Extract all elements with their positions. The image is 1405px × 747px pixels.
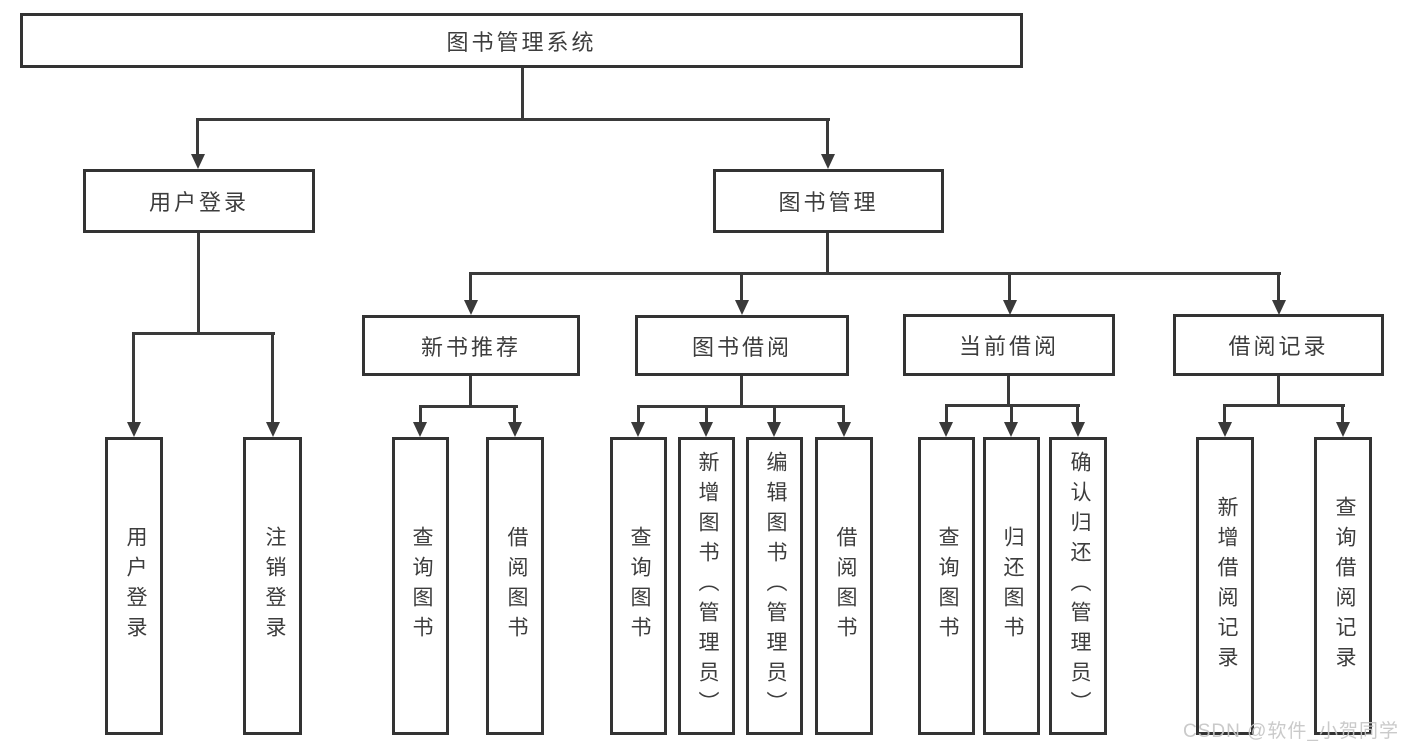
arrow-borrow-leaf4 (837, 422, 851, 437)
leaf-records-add: 新增借阅记录 (1196, 437, 1254, 735)
connector-to-borrow (740, 272, 743, 302)
connector-to-new-books (469, 272, 472, 302)
connector-borrow-stub (740, 376, 743, 408)
connector-records-stub (1277, 376, 1280, 407)
connector-to-records (1277, 272, 1280, 302)
connector-to-current (1008, 272, 1011, 302)
leaf-records-query: 查询借阅记录 (1314, 437, 1372, 735)
arrow-borrow-leaf1 (631, 422, 645, 437)
connector-level3-rail (469, 272, 1281, 275)
connector-new-books-rail (419, 405, 518, 408)
connector-new-books-leaf2 (513, 405, 516, 423)
leaf-current-query: 查询图书 (918, 437, 975, 735)
node-current-borrow: 当前借阅 (903, 314, 1115, 376)
connector-records-leaf1 (1223, 404, 1226, 423)
connector-borrow-leaf1 (637, 405, 640, 423)
arrow-borrow-leaf2 (699, 422, 713, 437)
arrow-current-leaf3 (1071, 422, 1085, 437)
arrow-to-current (1003, 300, 1017, 315)
connector-to-book-mgmt (826, 118, 829, 156)
node-library-management-system: 图书管理系统 (20, 13, 1023, 68)
connector-borrow-leaf4 (842, 405, 845, 423)
connector-to-leaf-logout (271, 332, 274, 422)
arrow-to-user-login (191, 154, 205, 169)
connector-records-leaf2 (1341, 404, 1344, 423)
connector-level2-rail (197, 118, 830, 121)
node-book-borrow: 图书借阅 (635, 315, 849, 376)
connector-new-books-leaf1 (419, 405, 422, 423)
connector-user-login-rail (132, 332, 275, 335)
leaf-borrow-edit-admin: 编辑图书（管理员） (746, 437, 803, 735)
connector-new-books-stub (469, 376, 472, 408)
arrow-to-records (1272, 300, 1286, 315)
arrow-to-borrow (735, 300, 749, 315)
node-book-management: 图书管理 (713, 169, 944, 233)
leaf-current-return: 归还图书 (983, 437, 1040, 735)
connector-to-leaf-login (132, 332, 135, 422)
leaf-current-confirm-return-admin: 确认归还（管理员） (1049, 437, 1107, 735)
connector-current-leaf3 (1076, 404, 1079, 423)
connector-root-stub (521, 68, 524, 120)
leaf-borrow-add-admin: 新增图书（管理员） (678, 437, 735, 735)
leaf-borrow-query: 查询图书 (610, 437, 667, 735)
connector-to-user-login (196, 118, 199, 156)
connector-current-leaf2 (1010, 404, 1013, 423)
connector-borrow-leaf2 (705, 405, 708, 423)
leaf-newbooks-query: 查询图书 (392, 437, 449, 735)
arrow-records-leaf2 (1336, 422, 1350, 437)
node-new-book-recommend: 新书推荐 (362, 315, 580, 376)
watermark: CSDN @软件_小贺同学 (1183, 721, 1399, 742)
arrow-borrow-leaf3 (767, 422, 781, 437)
leaf-newbooks-borrow: 借阅图书 (486, 437, 544, 735)
connector-book-mgmt-stub (826, 233, 829, 274)
connector-current-stub (1007, 376, 1010, 407)
node-user-login: 用户登录 (83, 169, 315, 233)
arrow-to-leaf-login (127, 422, 141, 437)
arrow-to-new-books (464, 300, 478, 315)
arrow-records-leaf1 (1218, 422, 1232, 437)
arrow-to-book-mgmt (821, 154, 835, 169)
arrow-current-leaf2 (1004, 422, 1018, 437)
arrow-to-leaf-logout (266, 422, 280, 437)
leaf-borrow-borrow: 借阅图书 (815, 437, 873, 735)
connector-borrow-rail (637, 405, 845, 408)
connector-user-login-stub (197, 233, 200, 335)
leaf-user-logout: 注销登录 (243, 437, 302, 735)
leaf-user-login: 用户登录 (105, 437, 163, 735)
node-borrow-records: 借阅记录 (1173, 314, 1384, 376)
connector-current-leaf1 (945, 404, 948, 423)
connector-records-rail (1224, 404, 1345, 407)
arrow-new-books-leaf2 (508, 422, 522, 437)
arrow-current-leaf1 (939, 422, 953, 437)
connector-borrow-leaf3 (773, 405, 776, 423)
arrow-new-books-leaf1 (413, 422, 427, 437)
